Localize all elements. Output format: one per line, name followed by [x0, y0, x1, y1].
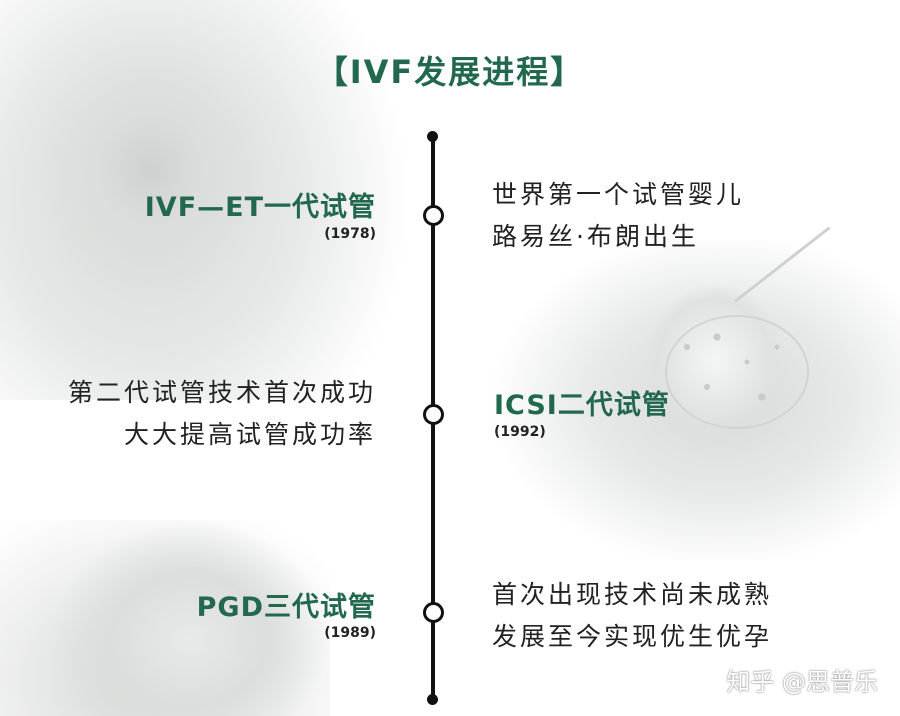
- milestone-3-line-1: 首次出现技术尚未成熟: [492, 580, 773, 609]
- milestone-3-title: PGD三代试管: [196, 592, 376, 623]
- timeline-end-dot: [427, 694, 438, 705]
- milestone-2-line-1: 第二代试管技术首次成功: [67, 378, 376, 407]
- timeline-start-dot: [427, 131, 438, 142]
- timeline-node-3: [423, 602, 444, 623]
- milestone-1-description: 世界第一个试管婴儿 路易丝·布朗出生: [492, 174, 744, 258]
- baby-photo: [0, 0, 420, 400]
- page-title: 【IVF发展进程】: [315, 53, 585, 91]
- watermark: 知乎 @思普乐: [726, 668, 878, 696]
- timeline-node-2: [423, 404, 444, 425]
- petri-dish-photo: [0, 520, 330, 716]
- milestone-1-title: IVF—ET一代试管: [144, 192, 376, 223]
- egg-cell-icon: [665, 315, 809, 429]
- milestone-3-year: (1989): [324, 625, 376, 641]
- milestone-3-line-2: 发展至今实现优生优孕: [492, 622, 773, 651]
- timeline-node-1: [423, 205, 444, 226]
- milestone-1-line-2: 路易丝·布朗出生: [492, 222, 699, 251]
- milestone-1-line-1: 世界第一个试管婴儿: [492, 180, 745, 209]
- milestone-3-description: 首次出现技术尚未成熟 发展至今实现优生优孕: [492, 574, 772, 658]
- milestone-1-year: (1978): [324, 226, 376, 242]
- milestone-2-year: (1992): [494, 424, 546, 440]
- milestone-2-title: ICSI二代试管: [494, 390, 670, 421]
- milestone-2-description: 第二代试管技术首次成功 大大提高试管成功率: [68, 372, 376, 456]
- milestone-2-line-2: 大大提高试管成功率: [123, 420, 376, 449]
